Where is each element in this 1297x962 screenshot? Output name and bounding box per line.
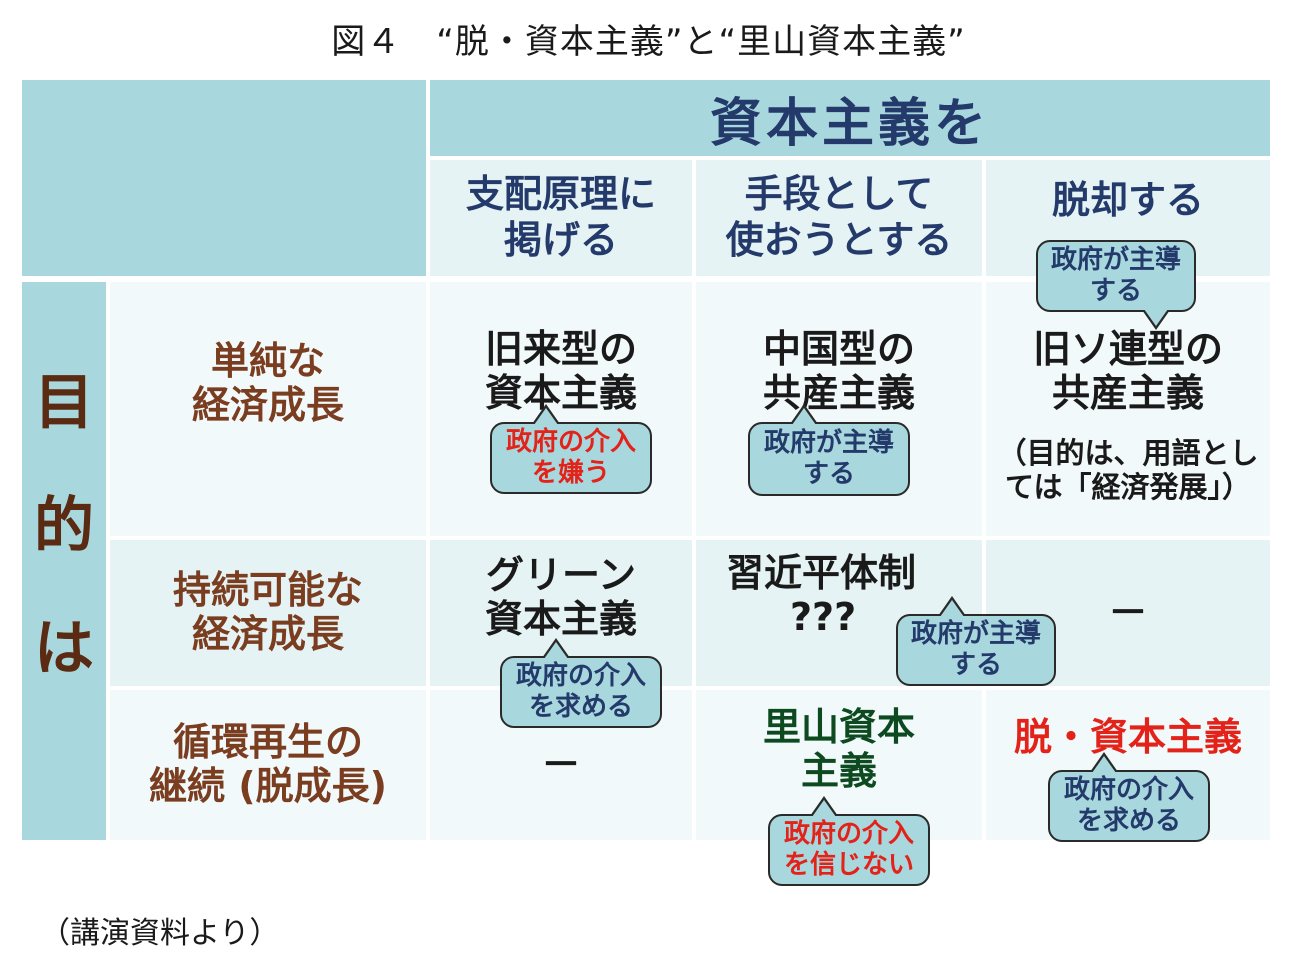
cell-r2c2: 習近平体制 ???: [696, 540, 982, 686]
column-header-2: 手段として 使おうとする: [696, 160, 982, 276]
header-corner: [22, 80, 426, 276]
source-note: （講演資料より）: [40, 916, 280, 951]
figure-title: 図４ “脱・資本主義”と“里山資本主義”: [331, 22, 966, 62]
bubble-r1c3: 政府が主導 する: [1036, 240, 1196, 330]
cell-r1c3: 旧ソ連型の 共産主義 （目的は、用語とし ては「経済発展」）: [986, 282, 1270, 536]
main-header: 資本主義を: [430, 80, 1270, 156]
row-label-3: 循環再生の 継続 (脱成長): [110, 690, 426, 840]
cell-r1c1: 旧来型の 資本主義: [430, 282, 692, 536]
column-header-1: 支配原理に 掲げる: [430, 160, 692, 276]
bubble-r3c3: 政府の介入 を求める: [1048, 752, 1210, 842]
bubble-r1c1: 政府の介入 を嫌う: [490, 404, 652, 494]
main-header-text: 資本主義を: [709, 93, 990, 154]
bubble-r2c1: 政府の介入 を求める: [500, 638, 662, 728]
row-label-1: 単純な 経済成長: [110, 282, 426, 536]
bubble-r1c2: 政府が主導 する: [748, 404, 910, 496]
bubble-r3c2: 政府の介入 を信じない: [768, 796, 930, 886]
cell-r1c2: 中国型の 共産主義: [696, 282, 982, 536]
row-label-2: 持続可能な 経済成長: [110, 540, 426, 686]
side-label: 目 的 は: [22, 282, 106, 840]
bubble-r2c2: 政府が主導 する: [896, 596, 1056, 686]
